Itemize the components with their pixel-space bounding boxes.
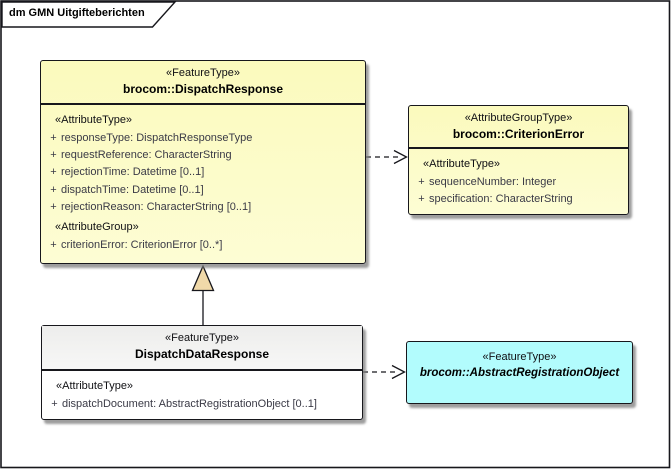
triangle-arrowhead-icon — [191, 264, 215, 292]
attribute-row: + requestReference: CharacterString — [41, 146, 365, 163]
class-name: DispatchDataResponse — [134, 347, 270, 361]
class-name: brocom::CriterionError — [452, 127, 585, 141]
class-box-abstract-registration-object[interactable]: «FeatureType» brocom::AbstractRegistrati… — [406, 341, 633, 404]
class-header: «FeatureType» brocom::DispatchResponse — [41, 61, 365, 105]
class-header: «FeatureType» DispatchDataResponse — [42, 326, 362, 371]
open-arrowhead-icon — [393, 149, 408, 165]
diagram-frame-tab — [1, 1, 177, 28]
attribute-row: + sequenceNumber: Integer — [409, 173, 628, 190]
class-name: brocom::AbstractRegistrationObject — [419, 367, 620, 379]
visibility-marker: + — [50, 131, 57, 144]
class-attributes-compartment: «AttributeType» + responseType: Dispatch… — [41, 105, 365, 254]
section-stereotype: «AttributeGroup» — [55, 221, 139, 234]
attribute-row: + dispatchDocument: AbstractRegistration… — [42, 395, 362, 412]
diagram-title: dm GMN Uitgifteberichten — [9, 7, 145, 19]
class-attributes-compartment: «AttributeType» + sequenceNumber: Intege… — [409, 149, 628, 208]
attribute-text: dispatchDocument: AbstractRegistrationOb… — [62, 397, 317, 410]
class-header: «AttributeGroupType» brocom::CriterionEr… — [409, 106, 628, 149]
section-stereotype: «AttributeType» — [423, 158, 501, 170]
dependency-arrow-criterion-error[interactable] — [366, 149, 408, 165]
dependency-arrow-abstract-registration[interactable] — [363, 364, 406, 380]
class-stereotype: «FeatureType» — [166, 67, 240, 79]
section-stereotype: «AttributeType» — [55, 114, 133, 126]
class-stereotype: «FeatureType» — [165, 332, 239, 344]
attribute-row: + rejectionReason: CharacterString [0..1… — [41, 198, 365, 215]
attribute-text: requestReference: CharacterString — [61, 148, 232, 161]
attribute-row: + specification: CharacterString — [409, 190, 628, 207]
visibility-marker: + — [50, 183, 57, 196]
visibility-marker: + — [50, 166, 57, 179]
attribute-text: sequenceNumber: Integer — [429, 175, 557, 188]
attribute-text: rejectionTime: Datetime [0..1] — [61, 166, 205, 179]
attribute-text: criterionError: CriterionError [0..*] — [61, 239, 223, 252]
attribute-row: + responseType: DispatchResponseType — [41, 129, 365, 146]
class-attributes-compartment: «AttributeType» + dispatchDocument: Abst… — [42, 371, 362, 412]
class-stereotype: «AttributeGroupType» — [464, 112, 573, 124]
section-stereotype: «AttributeType» — [56, 380, 134, 392]
visibility-marker: + — [418, 175, 425, 188]
visibility-marker: + — [50, 200, 57, 213]
generalization-arrow[interactable] — [191, 264, 215, 325]
attribute-text: responseType: DispatchResponseType — [61, 131, 253, 144]
attribute-row: + rejectionTime: Datetime [0..1] — [41, 164, 365, 181]
class-box-dispatch-response[interactable]: «FeatureType» brocom::DispatchResponse «… — [40, 60, 366, 264]
class-name: brocom::DispatchResponse — [122, 82, 284, 96]
visibility-marker: + — [418, 192, 425, 205]
visibility-marker: + — [51, 397, 58, 410]
class-box-criterion-error[interactable]: «AttributeGroupType» brocom::CriterionEr… — [408, 105, 629, 215]
visibility-marker: + — [50, 148, 57, 161]
class-stereotype: «FeatureType» — [482, 351, 557, 363]
attribute-text: rejectionReason: CharacterString [0..1] — [61, 200, 252, 213]
attribute-row: + dispatchTime: Datetime [0..1] — [41, 181, 365, 198]
open-arrowhead-icon — [391, 364, 406, 380]
visibility-marker: + — [50, 239, 57, 252]
class-box-dispatch-data-response[interactable]: «FeatureType» DispatchDataResponse «Attr… — [41, 325, 363, 420]
attribute-text: dispatchTime: Datetime [0..1] — [61, 183, 204, 196]
attribute-row: + criterionError: CriterionError [0..*] — [41, 236, 365, 253]
attribute-text: specification: CharacterString — [429, 192, 573, 205]
